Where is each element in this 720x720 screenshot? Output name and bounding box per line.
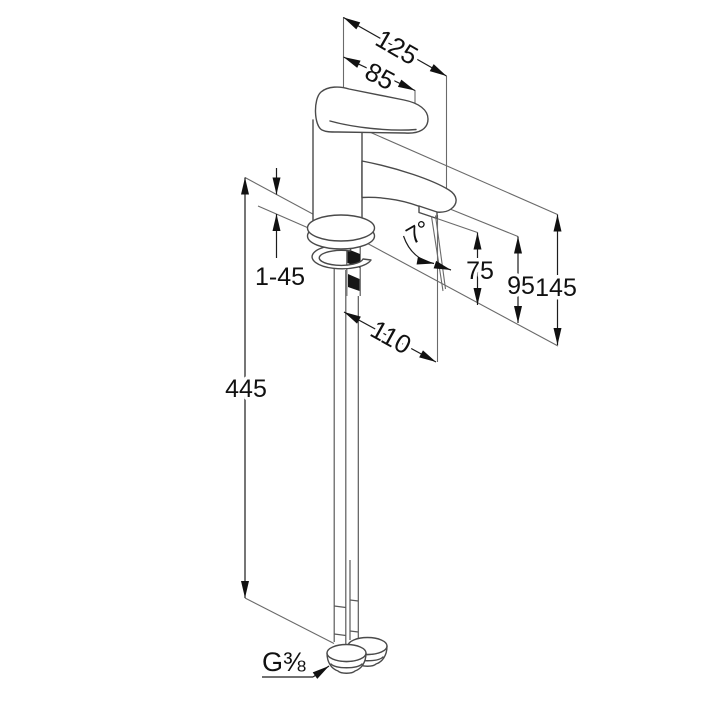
dimension-label-thread: G⅜: [262, 647, 306, 677]
dimension-95: 95: [504, 236, 538, 323]
aerator: [418, 205, 438, 220]
faucet-body: [312, 118, 363, 232]
dimension-label-110: 110: [366, 314, 417, 360]
lever-handle: [314, 86, 429, 134]
dimension-label-145: 145: [535, 274, 577, 302]
dimension-445: 445: [222, 177, 270, 598]
dimension-75: 75: [463, 232, 497, 305]
mounting-shank: [346, 244, 361, 296]
supply-pipes: [333, 266, 359, 644]
dimension-label-95: 95: [507, 272, 535, 300]
dimension-label-angle: 7°: [402, 215, 435, 250]
dimension-7deg: 7°: [398, 212, 452, 271]
dimension-thread: G⅜: [259, 644, 330, 681]
connector-nut-left: [326, 643, 367, 674]
spout: [361, 160, 457, 220]
dimension-label-75: 75: [466, 257, 494, 285]
dimension-label-445: 445: [225, 375, 267, 403]
dimension-1-45: 1-45: [251, 168, 309, 294]
faucet-drawing: [306, 86, 457, 674]
escutcheon: [306, 214, 376, 250]
dimension-145: 145: [532, 214, 580, 345]
water-stream: [430, 215, 447, 292]
dimension-label-1-45: 1-45: [255, 263, 305, 291]
